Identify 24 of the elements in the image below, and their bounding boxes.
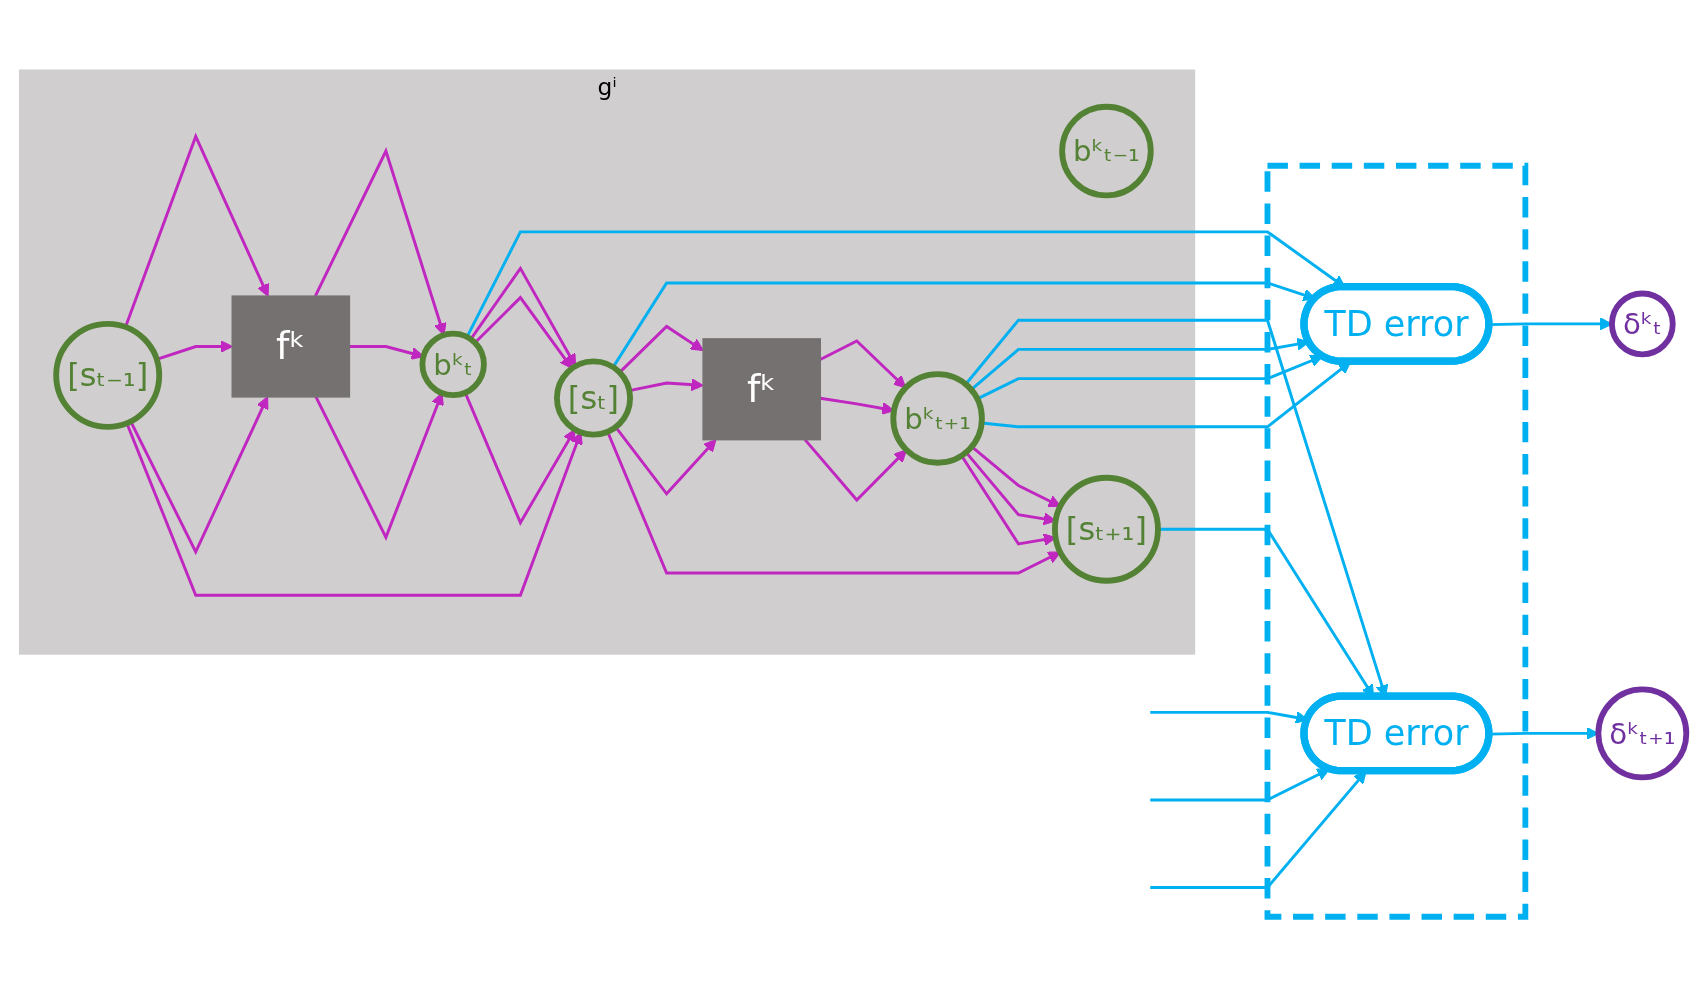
node-circle: δᵏₜ xyxy=(1609,290,1676,358)
arrow xyxy=(469,265,577,367)
arrow xyxy=(606,431,1061,575)
arrow xyxy=(803,438,907,503)
arrow xyxy=(1150,768,1330,802)
arrow xyxy=(314,147,447,336)
arrow xyxy=(1150,770,1367,890)
arrow xyxy=(124,132,270,328)
arrow xyxy=(614,426,717,497)
arrow xyxy=(129,396,269,556)
node-circle: bᵏₜ₋₁ xyxy=(1059,103,1154,199)
node-circle: δᵏₜ₊₁ xyxy=(1595,686,1690,781)
node-circle: bᵏₜ xyxy=(419,330,487,399)
node-circle: [sₜ₋₁] xyxy=(53,320,163,430)
cluster xyxy=(1264,162,1529,920)
node-circle: [sₜ₊₁] xyxy=(1052,474,1161,584)
arrow xyxy=(463,392,576,526)
node-box: fᵏ xyxy=(702,338,821,441)
arrow xyxy=(473,295,573,369)
node-box: fᵏ xyxy=(231,295,351,398)
arrow xyxy=(314,392,444,541)
node-circle: [sₜ] xyxy=(554,358,634,438)
arrow xyxy=(618,324,704,374)
node-circle: bᵏₜ₊₁ xyxy=(890,371,985,466)
